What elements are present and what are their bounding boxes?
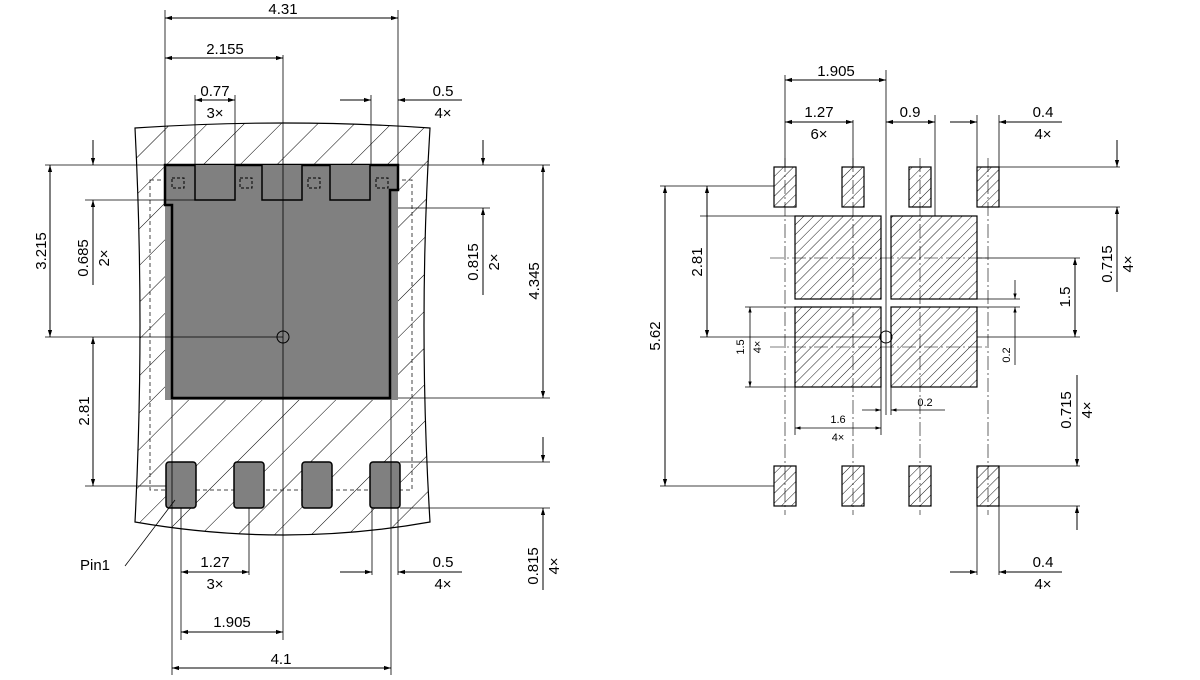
- dim-tab-depth: 0.685: [75, 239, 92, 277]
- rdim-pitch: 1.27: [804, 104, 833, 121]
- dim-pad-height: 4.345: [526, 262, 543, 300]
- rdim-gap: 0.9: [900, 104, 921, 121]
- dim-pin-pitch: 1.27: [200, 554, 229, 571]
- rdim-upper-height: 2.81: [689, 247, 706, 276]
- dim-edge-notch: 0.5: [433, 83, 454, 100]
- dim-pin-span: 1.905: [213, 614, 251, 631]
- rdim-inner-gap-bottom: 0.2: [917, 397, 932, 409]
- rdim-pad-span: 1.905: [817, 63, 855, 80]
- dim-overall-width: 4.31: [268, 1, 297, 18]
- right-view: 1.905 1.27 6× 0.9 0.4 4× 5.62 2.81 1.5 4…: [647, 63, 1137, 593]
- rdim-pad-width: 0.4: [1033, 104, 1054, 121]
- pin-2: [233, 461, 265, 509]
- pin1-label: Pin1: [80, 557, 110, 574]
- rdim-inner-pad-width: 1.6: [830, 414, 845, 426]
- dim-pad-to-center: 3.215: [33, 232, 50, 270]
- dim-bottom-notch: 0.5: [433, 554, 454, 571]
- dim-tab-count: 3×: [206, 105, 223, 122]
- rdim-bottom-pad-height: 0.715: [1058, 391, 1075, 429]
- rdim-pitch-count: 6×: [810, 126, 827, 143]
- dim-tab-width: 0.77: [200, 83, 229, 100]
- bottom-small-pads: [773, 465, 1000, 507]
- rdim-bottom-pad-height-count: 4×: [1079, 401, 1096, 418]
- rdim-overall-height: 5.62: [647, 321, 664, 350]
- rdim-pad-height: 0.715: [1099, 245, 1116, 283]
- dim-side-overhang-count: 2×: [486, 253, 503, 270]
- top-tabs: [171, 165, 389, 201]
- thermal-pad: [163, 163, 400, 400]
- rdim-bottom-pad-width: 0.4: [1033, 554, 1054, 571]
- dim-bottom-notch-count: 4×: [434, 576, 451, 593]
- dim-side-overhang: 0.815: [465, 243, 482, 281]
- dim-edge-notch-count: 4×: [434, 105, 451, 122]
- dim-tab-depth-count: 2×: [96, 249, 113, 266]
- rdim-inner-pad-height-small: 1.5: [735, 339, 747, 354]
- top-small-pads: [773, 166, 1000, 208]
- rdim-inner-pad-width-count: 4×: [832, 432, 845, 444]
- bottom-pins: [165, 461, 401, 509]
- pin-3: [301, 461, 333, 509]
- left-view: 4.31 2.155 0.77 3× 0.5 4× 3.215 0.685 2×…: [33, 1, 563, 675]
- rdim-inner-pad-height-count: 4×: [752, 341, 764, 354]
- pin-4: [369, 461, 401, 509]
- rdim-inner-pad-height: 1.5: [1057, 287, 1074, 308]
- large-pad-2: [890, 215, 978, 300]
- dim-half-width: 2.155: [206, 41, 244, 58]
- dim-pin-length-count: 4×: [546, 557, 563, 574]
- dim-center-to-pins: 2.81: [76, 396, 93, 425]
- dim-pin-pitch-count: 3×: [206, 576, 223, 593]
- pin-1: [165, 461, 197, 509]
- rdim-inner-gap: 0.2: [1001, 347, 1013, 362]
- dim-bottom-width: 4.1: [271, 651, 292, 668]
- dim-pin-length: 0.815: [525, 547, 542, 585]
- rdim-pad-height-count: 4×: [1120, 255, 1137, 272]
- large-pad-1: [794, 215, 882, 300]
- rdim-pad-width-count: 4×: [1034, 126, 1051, 143]
- rdim-bottom-pad-width-count: 4×: [1034, 576, 1051, 593]
- courtyard-outline: [149, 179, 413, 491]
